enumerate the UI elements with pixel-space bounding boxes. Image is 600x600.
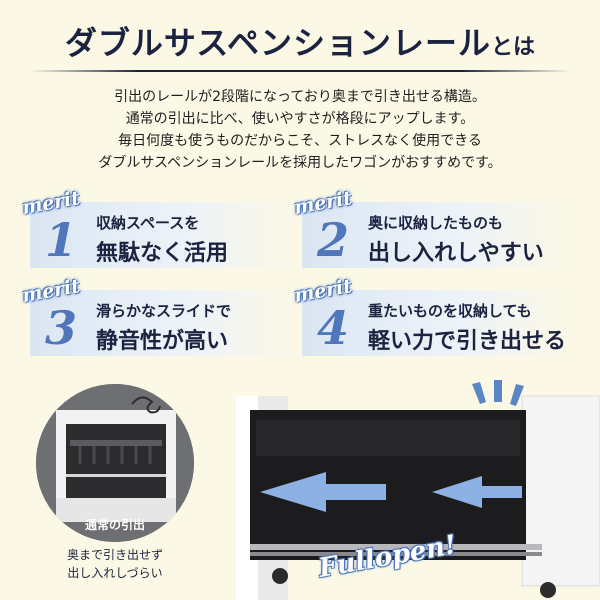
merit-number: 4 <box>316 301 349 355</box>
normal-drawer-label: 通常の引出 <box>84 518 145 532</box>
intro-line: ダブルサスペンションレールを採用したワゴンがおすすめです。 <box>98 155 502 171</box>
intro-line: 毎日何度も使うものだからこそ、ストレスなく使用できる <box>118 133 482 149</box>
merit-line1: 滑らかなスライドで <box>96 302 232 320</box>
intro-line: 通常の引出に比べ、使いやすさが格段にアップします。 <box>125 111 475 127</box>
fullopen-drawer-photo <box>236 380 600 600</box>
page-title: ダブルサスペンションレールとは <box>0 18 600 64</box>
page-title-main: ダブルサスペンションレール <box>64 24 492 62</box>
merit-line2: 出し入れしやすい <box>368 241 544 266</box>
normal-drawer-photo <box>36 384 194 542</box>
intro-text: 引出のレールが2段階になっており奥まで引き出せる構造。 通常の引出に比べ、使いや… <box>0 86 600 174</box>
merit-number: 2 <box>316 213 349 267</box>
merit-line2: 軽い力で引き出せる <box>368 329 567 354</box>
merit-card-2: merit 2 奥に収納したものも 出し入れしやすい <box>293 187 570 268</box>
merit-line2: 無駄なく活用 <box>96 241 229 266</box>
merit-card-3: merit 3 滑らかなスライドで 静音性が高い <box>21 275 298 356</box>
merit-number: 3 <box>44 301 77 355</box>
normal-drawer-caption: 奥まで引き出せず 出し入れしづらい <box>36 546 194 582</box>
merit-line1: 重たいものを収納しても <box>368 302 532 320</box>
normal-drawer-illustration <box>36 384 194 542</box>
caption-line: 出し入れしづらい <box>67 566 163 580</box>
merit-line2: 静音性が高い <box>96 329 229 354</box>
merit-line1: 奥に収納したものも <box>368 214 504 232</box>
page-title-suffix: とは <box>491 35 536 60</box>
fullopen-drawer-illustration <box>236 380 600 600</box>
merit-line1: 収納スペースを <box>96 214 200 232</box>
merit-card-4: merit 4 重たいものを収納しても 軽い力で引き出せる <box>293 275 570 356</box>
merit-card-1: merit 1 収納スペースを 無駄なく活用 <box>21 187 298 268</box>
merit-number: 1 <box>44 213 77 267</box>
title-underline <box>30 70 570 72</box>
caption-line: 奥まで引き出せず <box>66 548 163 562</box>
intro-line: 引出のレールが2段階になっており奥まで引き出せる構造。 <box>114 89 486 105</box>
